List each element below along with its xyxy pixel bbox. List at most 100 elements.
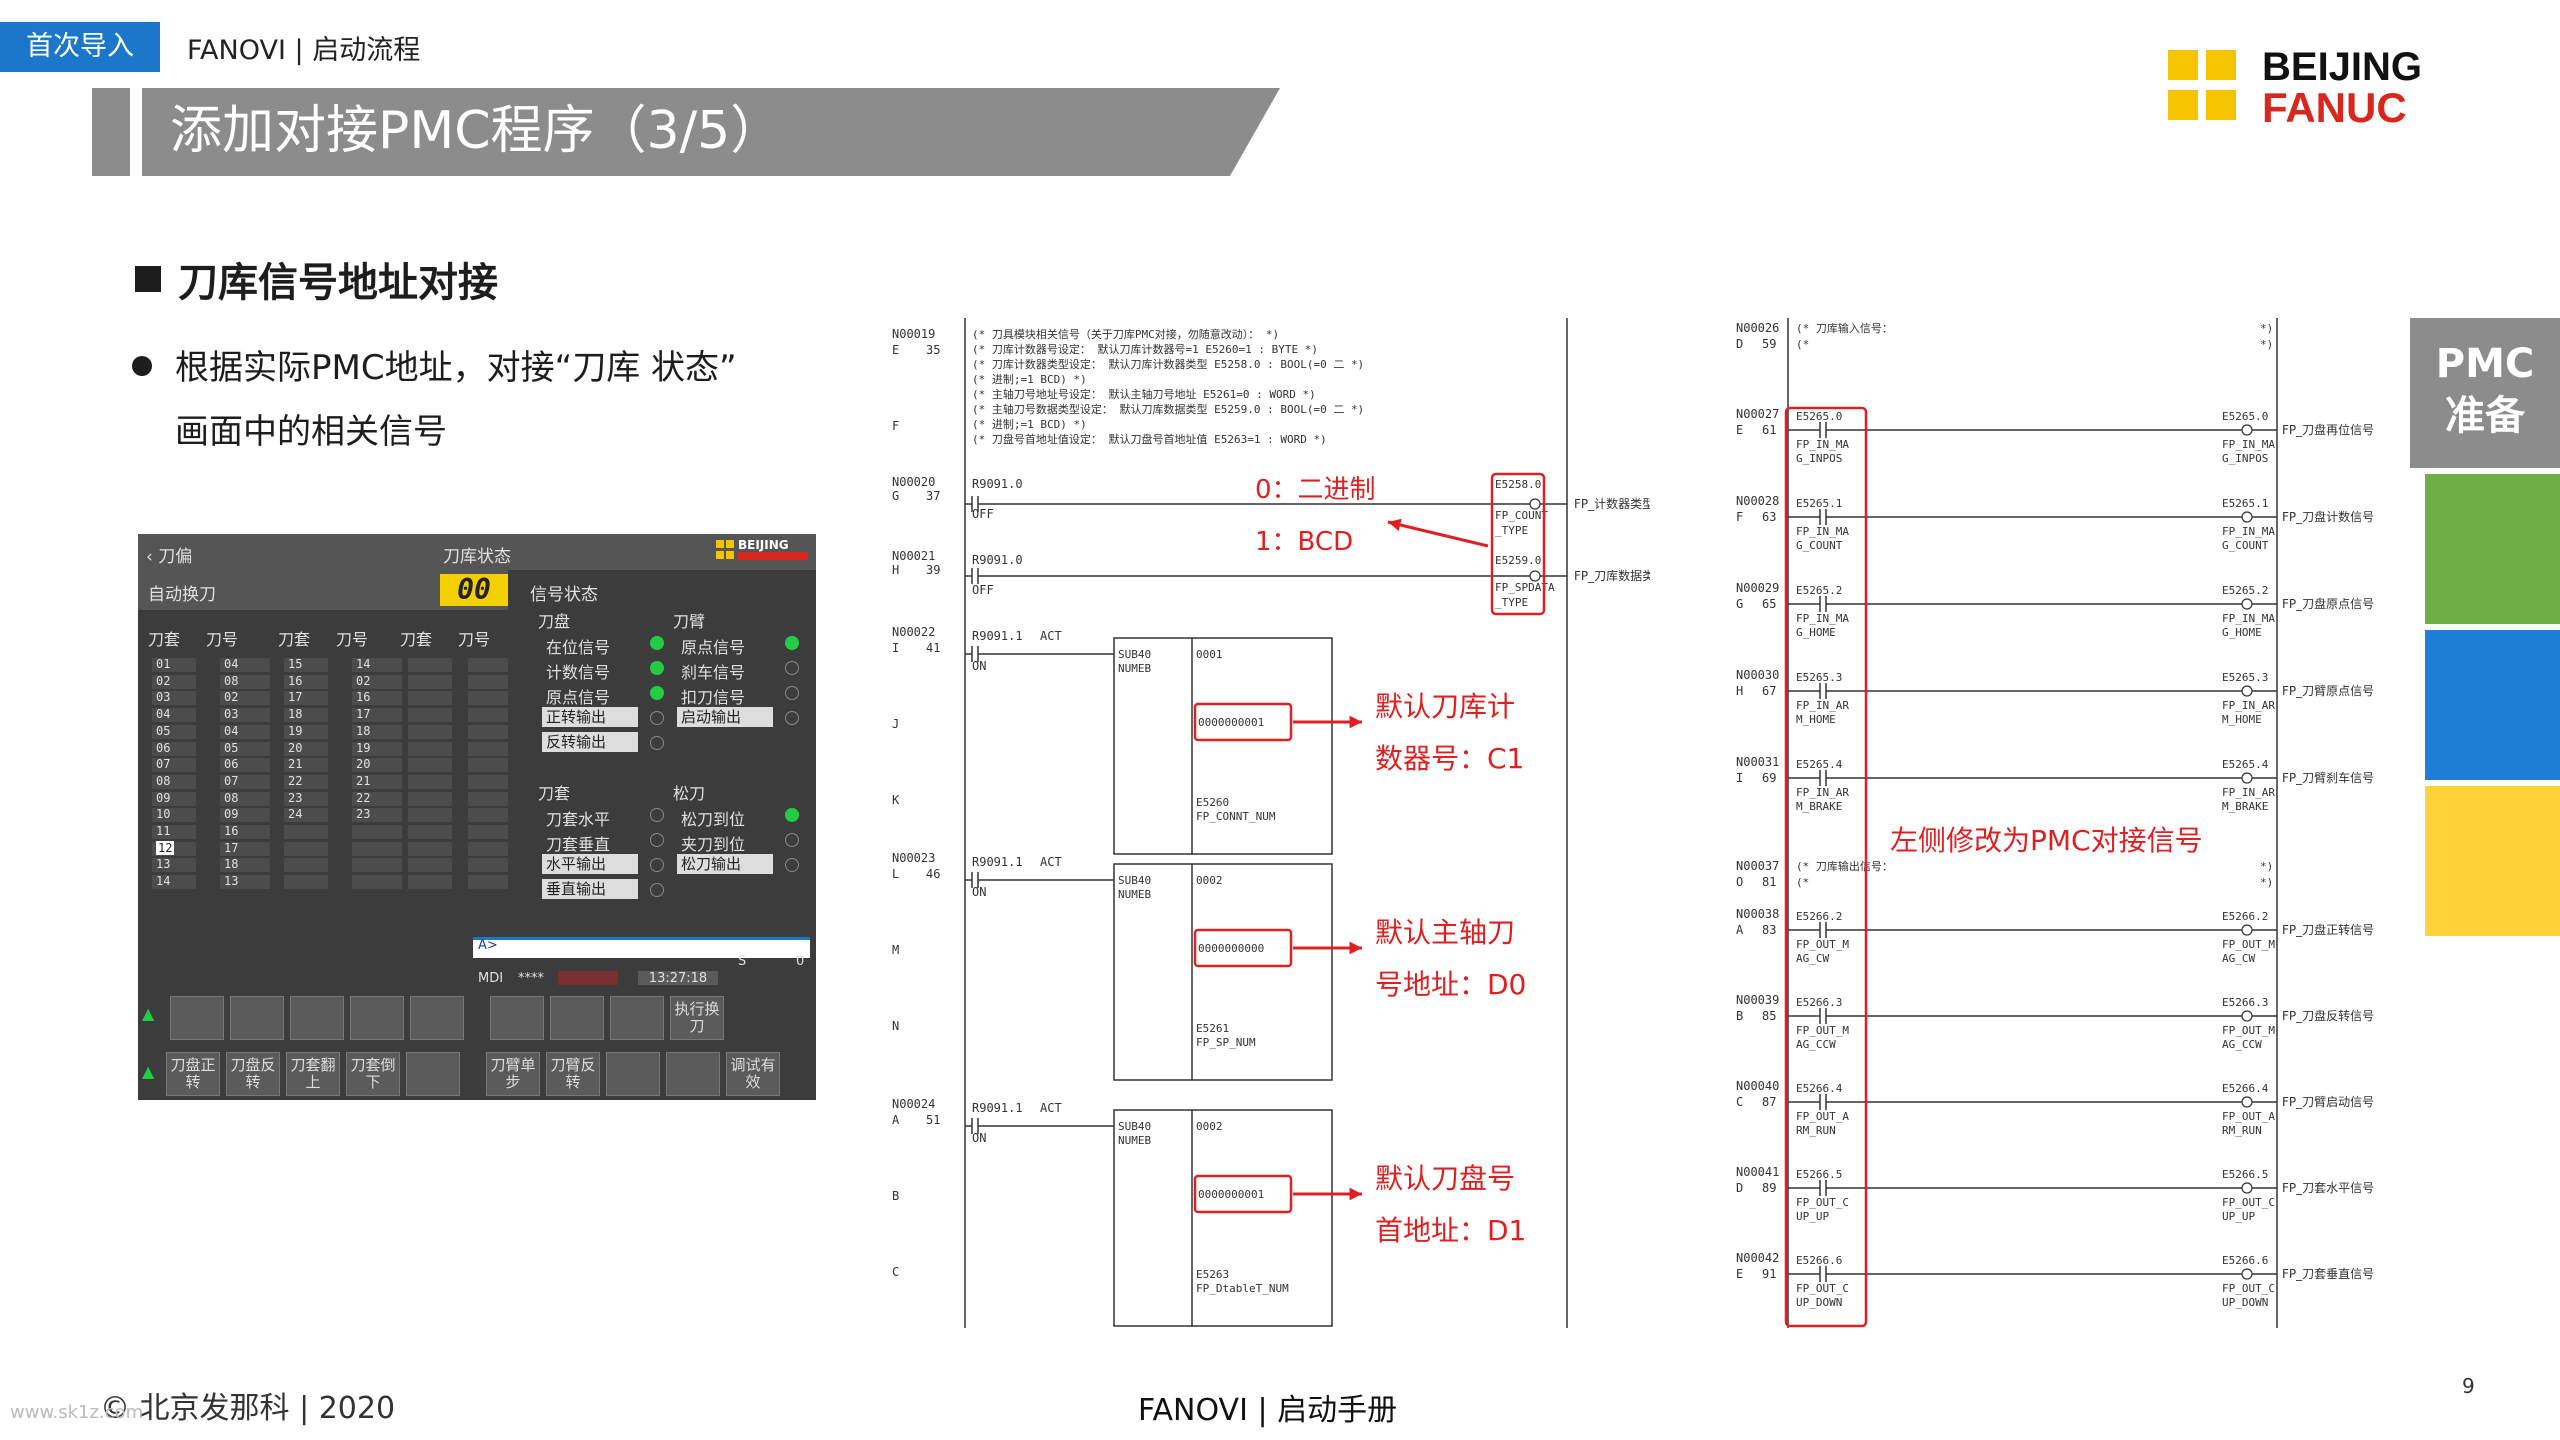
function-name: SUB40 bbox=[1118, 648, 1151, 661]
table-cell-empty bbox=[468, 858, 508, 873]
table-value: 24 bbox=[288, 807, 303, 822]
coil-name: AG_CW bbox=[2222, 952, 2255, 965]
coil-icon bbox=[2241, 924, 2253, 936]
breadcrumb: FANOVI | 启动流程 bbox=[187, 35, 421, 66]
softkey-execute[interactable]: 执行换刀 bbox=[670, 996, 724, 1040]
rung-id: N00028 bbox=[1736, 494, 1779, 508]
table-cell-empty bbox=[352, 825, 402, 839]
rung-id: N00019 bbox=[892, 327, 935, 341]
table-cell bbox=[284, 758, 328, 773]
softkey-function[interactable]: 刀盘正转 bbox=[166, 1052, 220, 1096]
table-cell bbox=[220, 825, 270, 839]
command-input[interactable] bbox=[473, 937, 810, 958]
table-cell bbox=[284, 691, 328, 706]
table-value: 08 bbox=[224, 790, 239, 805]
back-button[interactable]: ‹ 刀偏 bbox=[146, 547, 193, 567]
table-cell bbox=[220, 741, 270, 756]
table-header: 刀套 bbox=[400, 630, 433, 649]
table-cell bbox=[152, 825, 196, 839]
input-signal-label: 松刀到位 bbox=[681, 810, 746, 829]
coil-name: G_HOME bbox=[2222, 626, 2262, 639]
table-value: 18 bbox=[224, 857, 239, 872]
comment-line: (* 主轴刀号数据类型设定： 默认刀库数据类型 E5259.0 : BOOL(=… bbox=[972, 402, 1364, 416]
softkey-next-icon[interactable]: ▲ bbox=[142, 1062, 155, 1081]
tab-pmc-prepare[interactable]: PMC 准备 bbox=[2410, 318, 2560, 468]
contact-name: FP_OUT_C bbox=[1796, 1282, 1849, 1295]
contact-address: E5266.6 bbox=[1796, 1254, 1842, 1267]
beijing-fanuc-logo: BEIJING FANUC bbox=[2168, 42, 2468, 132]
signal-led-icon bbox=[650, 858, 664, 872]
softkey-function[interactable]: 刀套倒下 bbox=[346, 1052, 400, 1096]
table-cell-empty bbox=[408, 808, 452, 823]
rung-id: N00041 bbox=[1736, 1165, 1779, 1179]
softkey-function[interactable]: 调试有效 bbox=[726, 1052, 780, 1096]
contact-address: E5265.0 bbox=[1796, 410, 1842, 423]
signal-led-icon bbox=[650, 736, 664, 750]
softkey[interactable] bbox=[410, 996, 464, 1040]
status-mode: MDI bbox=[478, 971, 504, 986]
ladder-box bbox=[1113, 637, 1333, 855]
softkey-function[interactable] bbox=[406, 1052, 460, 1096]
softkey-prev-icon[interactable]: ▲ bbox=[142, 1004, 155, 1023]
rung-letter: E bbox=[1736, 423, 1743, 437]
table-cell-empty bbox=[468, 875, 508, 890]
softkey[interactable] bbox=[290, 996, 344, 1040]
annotation-line1: 默认刀盘号 bbox=[1375, 1162, 1515, 1195]
coil-address: E5265.1 bbox=[2222, 497, 2268, 510]
coil-address: E5265.2 bbox=[2222, 584, 2268, 597]
table-value: 20 bbox=[356, 757, 371, 772]
table-value: 23 bbox=[288, 790, 303, 805]
coil-icon bbox=[2241, 511, 2253, 523]
table-value: 11 bbox=[156, 824, 171, 838]
coil-symbol: FP_刀臂刹车信号 bbox=[2282, 770, 2374, 785]
softkey[interactable] bbox=[490, 996, 544, 1040]
contact-name: RM_RUN bbox=[1796, 1124, 1836, 1137]
table-cell-empty bbox=[352, 875, 402, 890]
tab-pmc-line2: 准备 bbox=[2445, 393, 2525, 439]
table-value: 22 bbox=[288, 773, 303, 788]
rung-letter: E bbox=[892, 343, 899, 357]
table-cell bbox=[284, 774, 328, 789]
rung-letter: E bbox=[1736, 1267, 1743, 1281]
contact-address: E5265.2 bbox=[1796, 584, 1842, 597]
softkey[interactable] bbox=[350, 996, 404, 1040]
softkey-function[interactable]: 刀套翻上 bbox=[286, 1052, 340, 1096]
softkey[interactable] bbox=[550, 996, 604, 1040]
coil-address: E5265.4 bbox=[2222, 758, 2269, 771]
table-cell-empty bbox=[408, 774, 452, 789]
softkey[interactable] bbox=[170, 996, 224, 1040]
table-value: 10 bbox=[156, 807, 171, 822]
signal-led-icon bbox=[650, 711, 664, 725]
annotation-binary: 0：二进制 bbox=[1255, 475, 1376, 505]
coil-name: FP_OUT_M bbox=[2222, 1024, 2275, 1037]
target-address: E5260 bbox=[1196, 796, 1229, 809]
table-value: 13 bbox=[156, 857, 171, 872]
tab-blue[interactable] bbox=[2425, 630, 2560, 780]
table-cell bbox=[152, 708, 196, 723]
rung-letter: C bbox=[1736, 1095, 1743, 1109]
coil-symbol: FP_刀盘再位信号 bbox=[2282, 422, 2374, 437]
softkey-function[interactable]: 刀盘反转 bbox=[226, 1052, 280, 1096]
output-signal-label: 垂直输出 bbox=[542, 879, 638, 899]
rung-id: N00029 bbox=[1736, 581, 1779, 595]
table-cell bbox=[152, 808, 196, 823]
input-prompt: A> bbox=[478, 938, 498, 953]
table-cell-empty bbox=[352, 858, 402, 873]
softkey-function[interactable] bbox=[606, 1052, 660, 1096]
table-cell bbox=[352, 724, 402, 739]
rung-letter: L bbox=[892, 867, 899, 881]
softkey-function[interactable]: 刀臂单步 bbox=[486, 1052, 540, 1096]
tab-green[interactable] bbox=[2425, 474, 2560, 624]
softkey-function[interactable] bbox=[666, 1052, 720, 1096]
contact-address: E5265.3 bbox=[1796, 671, 1842, 684]
softkey[interactable] bbox=[610, 996, 664, 1040]
input-signal-label: 夹刀到位 bbox=[681, 835, 746, 854]
tab-yellow[interactable] bbox=[2425, 786, 2560, 936]
back-chevron-icon: ‹ bbox=[146, 547, 159, 567]
coil-name: FP_OUT_A bbox=[2222, 1110, 2275, 1123]
table-cell bbox=[152, 791, 196, 806]
table-cell bbox=[152, 774, 196, 789]
softkey-function[interactable]: 刀臂反转 bbox=[546, 1052, 600, 1096]
softkey[interactable] bbox=[230, 996, 284, 1040]
